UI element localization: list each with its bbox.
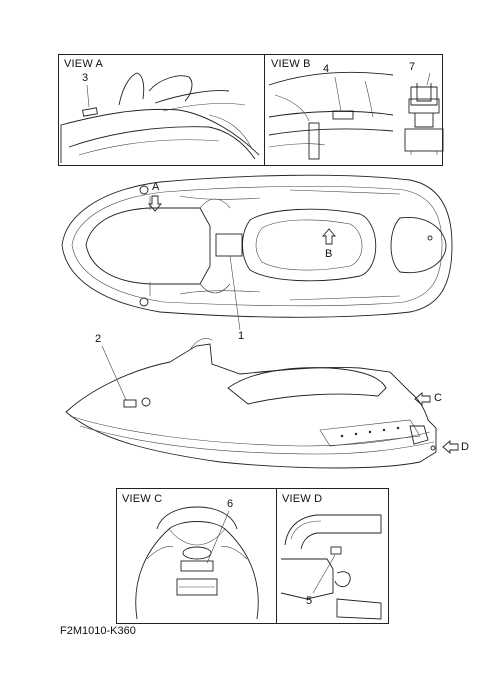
view-d-title: VIEW D xyxy=(282,493,323,505)
callout-7: 7 xyxy=(409,61,416,73)
reference-code: F2M1010-K360 xyxy=(60,625,136,637)
callout-3-leader xyxy=(86,84,90,108)
view-b-panel: VIEW B 4 7 xyxy=(264,54,444,166)
callout-5: 5 xyxy=(306,595,313,607)
view-c-drawing xyxy=(135,506,259,620)
view-c-panel: VIEW C 6 xyxy=(116,488,278,624)
arrow-label-a: A xyxy=(152,181,160,193)
callout-6: 6 xyxy=(227,498,234,510)
arrow-label-d: D xyxy=(461,441,469,453)
view-b-title: VIEW B xyxy=(271,58,311,70)
view-a-panel: VIEW A 3 xyxy=(58,54,266,166)
callout-4: 4 xyxy=(323,63,330,75)
view-a-title: VIEW A xyxy=(64,58,104,70)
view-d-drawing xyxy=(280,514,382,620)
callout-3: 3 xyxy=(82,72,89,84)
callout-2: 2 xyxy=(95,333,102,345)
arrow-label-c: C xyxy=(434,392,442,404)
view-c-title: VIEW C xyxy=(122,493,163,505)
arrow-label-b: B xyxy=(325,248,333,260)
view-d-panel: VIEW D 5 xyxy=(276,488,389,624)
view-a-drawing xyxy=(60,72,260,163)
callout-1: 1 xyxy=(238,330,245,342)
view-b-drawing xyxy=(268,71,444,160)
